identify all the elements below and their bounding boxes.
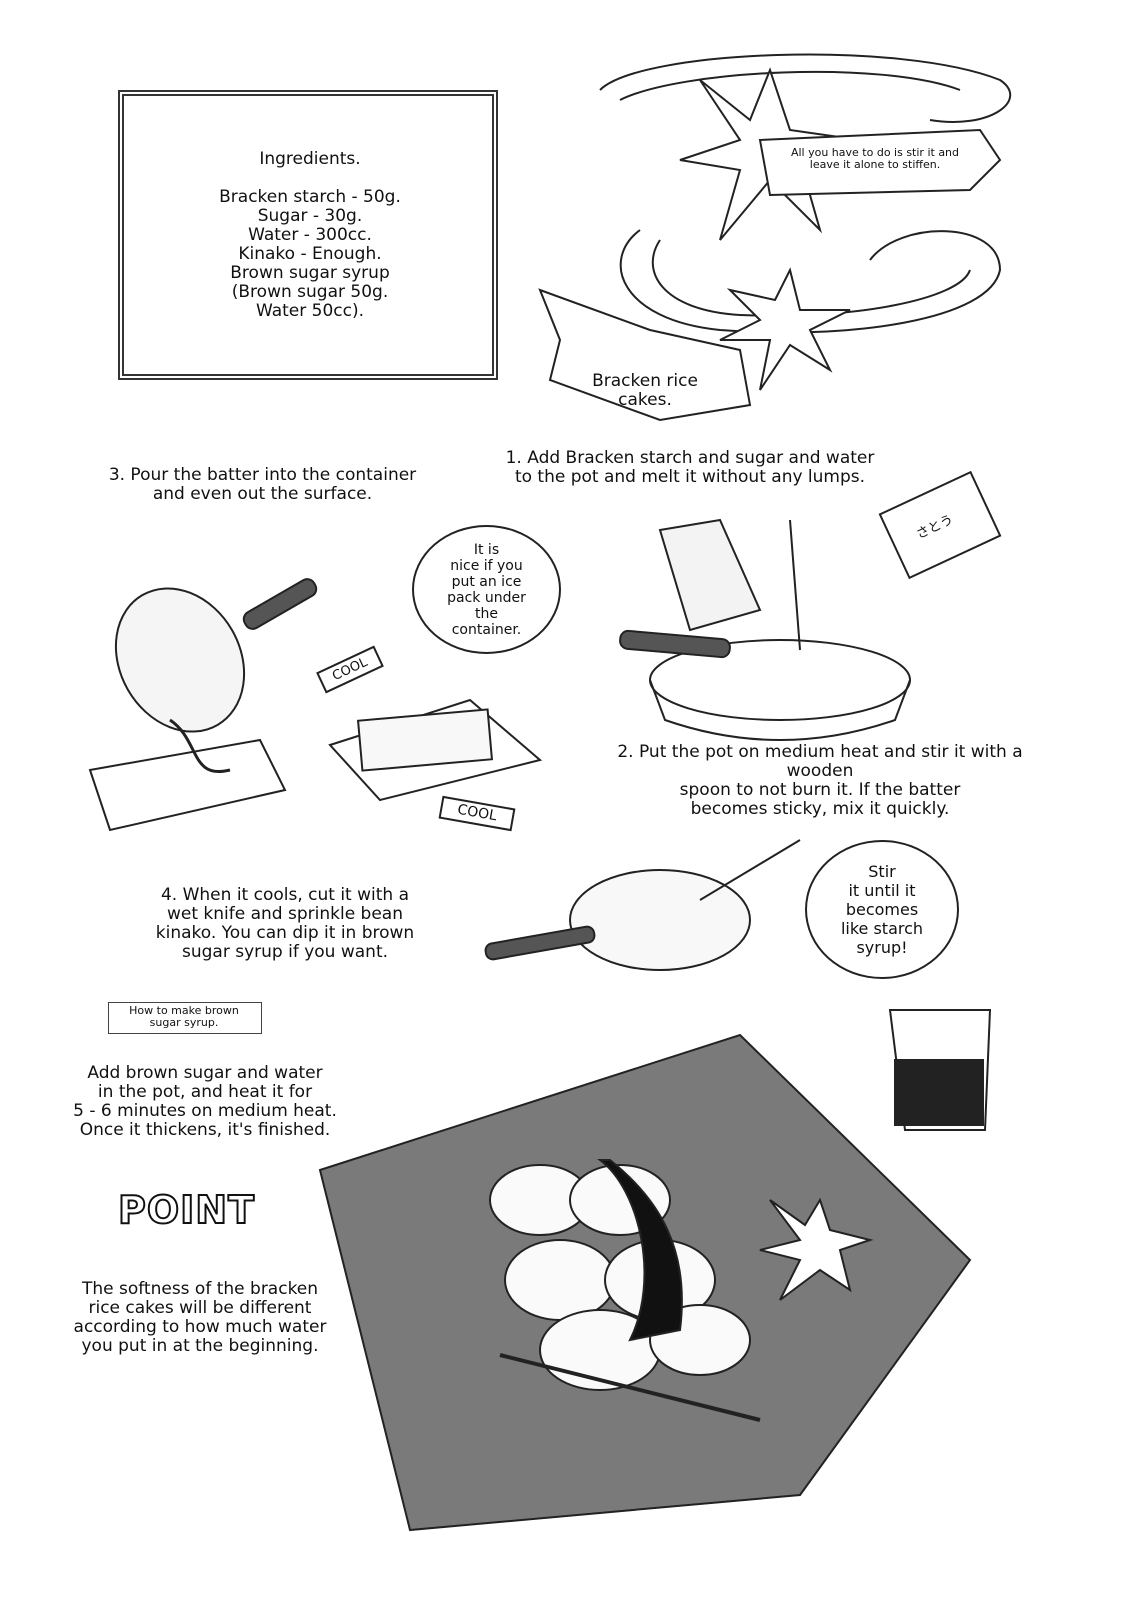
step-3: 3. Pour the batter into the container an… [108, 465, 417, 504]
syrup-header: How to make brown sugar syrup. [129, 1004, 239, 1029]
bubble-text: It is nice if you put an ice pack under … [447, 541, 526, 638]
point-text: The softness of the bracken rice cakes w… [73, 1279, 327, 1356]
syrup-header-box [108, 1002, 262, 1034]
banner-top-text: All you have to do is stir it and leave … [790, 146, 960, 171]
banner-ribbon [758, 128, 1002, 197]
recipe-title: Bracken rice cakes. [592, 371, 698, 410]
point-heading: POINT [117, 1187, 256, 1233]
step-1: 1. Add Bracken starch and sugar and wate… [505, 448, 875, 487]
speech-bubble-ice-pack: It is nice if you put an ice pack under … [412, 525, 561, 654]
swirl-decoration [599, 53, 1012, 334]
maple-leaf-icon [719, 267, 851, 391]
ingredients-title: Ingredients. [259, 149, 361, 169]
step-2: 2. Put the pot on medium heat and stir i… [617, 742, 1023, 819]
banner-ribbon [538, 288, 752, 422]
ingredients-box [118, 90, 498, 380]
step-4: 4. When it cools, cut it with a wet knif… [155, 885, 415, 962]
bubble-text: Stir it until it becomes like starch syr… [840, 862, 924, 957]
maple-leaf-icon [759, 1197, 874, 1301]
syrup-instructions: Add brown sugar and water in the pot, an… [73, 1063, 337, 1140]
ingredients-list: Bracken starch - 50g. Sugar - 30g. Water… [219, 187, 401, 321]
speech-bubble-stir: Stir it until it becomes like starch syr… [805, 840, 959, 979]
